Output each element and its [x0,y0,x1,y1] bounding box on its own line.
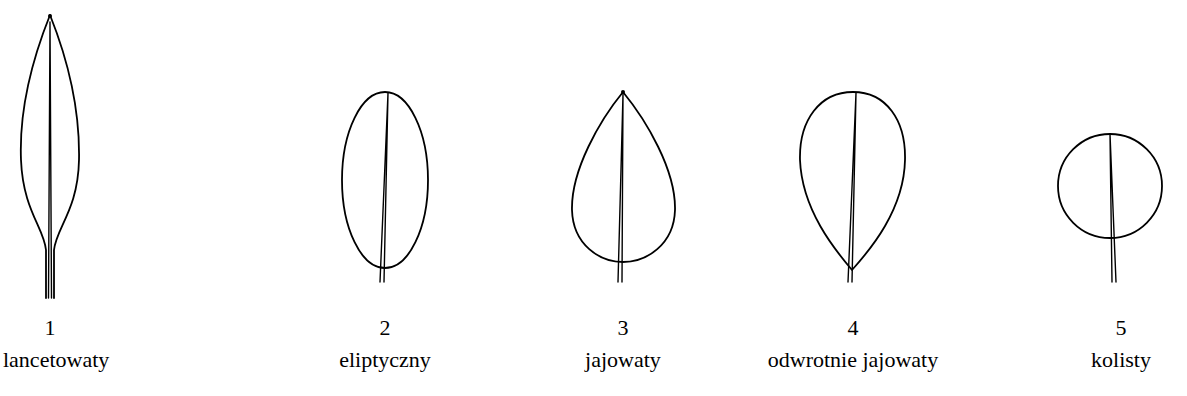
leaf-name: eliptyczny [339,348,431,372]
leaf-number: 4 [848,316,859,340]
leaf-name: lancetowaty [3,348,109,372]
leaf-midrib [380,93,388,282]
leaf-midrib [49,22,52,298]
leaf-midrib [1110,134,1116,282]
leaf-number: 2 [380,316,391,340]
leaf-number: 1 [45,316,56,340]
leaf-tip [48,14,52,18]
leaf-number: 3 [618,316,629,340]
leaf-name: kolisty [1091,348,1151,372]
leaf-midrib [848,93,856,282]
leaf-number: 5 [1116,316,1127,340]
leaf-name: jajowaty [585,348,661,372]
leaf-tip [621,90,625,94]
leaf-midrib [618,94,623,282]
leaf-name: odwrotnie jajowaty [768,348,938,372]
leaf-outline [21,15,79,298]
